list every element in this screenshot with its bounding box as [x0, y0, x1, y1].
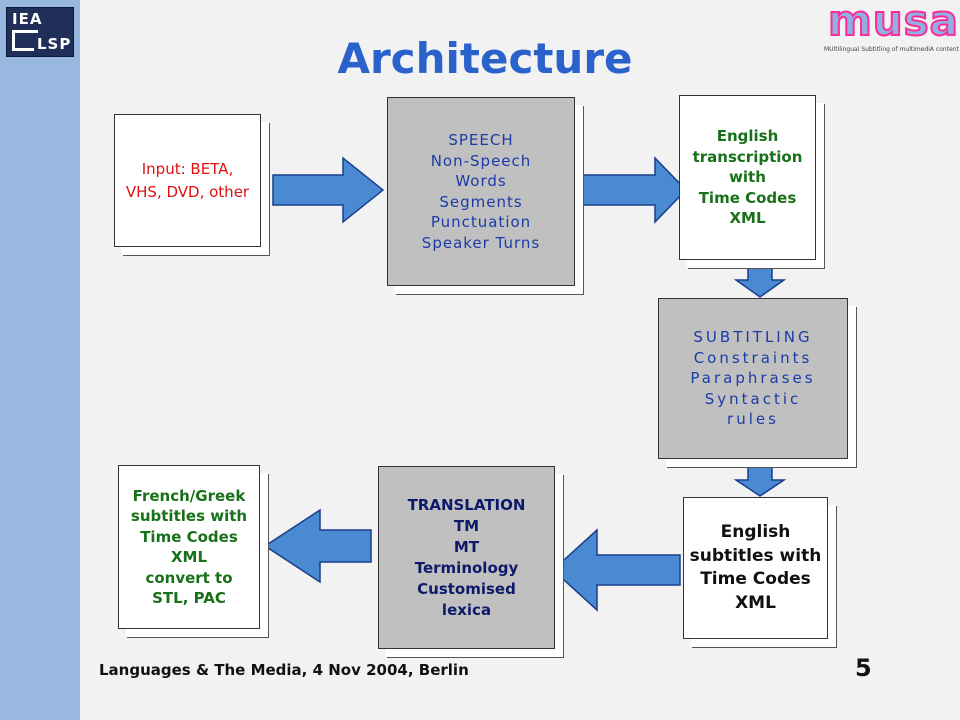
arrow-right-icon: [272, 156, 385, 224]
input-line: VHS, DVD, other: [125, 182, 250, 201]
translation-line: TRANSLATION: [407, 495, 526, 514]
arrow-left-icon: [263, 508, 372, 584]
slide-footer: Languages & The Media, 4 Nov 2004, Berli…: [99, 661, 469, 679]
output-line: STL, PAC: [152, 589, 226, 607]
translation-line: Terminology: [414, 558, 519, 577]
logo-bar: [12, 48, 34, 51]
english-subtitles-box: English subtitles with Time Codes XML: [683, 497, 828, 639]
speech-line: SPEECH: [448, 131, 514, 149]
input-line: Input: BETA,: [141, 159, 234, 178]
translation-box: TRANSLATION TM MT Terminology Customised…: [378, 466, 555, 649]
subtitling-line: Syntactic: [704, 389, 802, 408]
iea-lsp-logo: IEA LSP: [6, 7, 74, 57]
subtitling-box: SUBTITLING Constraints Paraphrases Synta…: [658, 298, 848, 459]
logo-bar: [12, 30, 15, 50]
transcription-line: transcription: [692, 147, 803, 166]
page-number: 5: [855, 654, 872, 682]
speech-line: Non-Speech: [430, 151, 532, 170]
transcription-box: English transcription with Time Codes XM…: [679, 95, 816, 260]
subtitling-line: Paraphrases: [690, 369, 816, 388]
translation-line: Customised: [417, 579, 516, 598]
english-subtitles-line: English: [720, 522, 791, 542]
arrow-right-icon: [576, 156, 688, 224]
translation-line: MT: [453, 537, 480, 556]
arrow-down-icon: [733, 456, 787, 497]
speech-box: SPEECH Non-Speech Words Segments Punctua…: [387, 97, 575, 286]
subtitling-line: SUBTITLING: [693, 328, 813, 347]
input-box: Input: BETA, VHS, DVD, other: [114, 114, 261, 247]
subtitling-line: Constraints: [693, 348, 813, 367]
english-subtitles-line: Time Codes: [700, 569, 811, 589]
english-subtitles-line: XML: [735, 592, 776, 613]
output-line: XML: [170, 548, 208, 566]
logo-text-bottom: LSP: [37, 35, 72, 53]
musa-logo-subtitle: MUltilingual Subtitling of multimediA co…: [824, 46, 959, 53]
slide-title: Architecture: [337, 34, 633, 83]
output-line: subtitles with: [130, 507, 248, 525]
transcription-line: English: [716, 127, 779, 146]
musa-logo-word: musa: [827, 0, 960, 46]
transcription-line: with: [729, 168, 766, 187]
arrow-left-icon: [551, 528, 681, 612]
subtitling-line: rules: [727, 410, 779, 429]
translation-line: lexica: [441, 600, 492, 619]
logo-bar: [12, 30, 38, 33]
output-box: French/Greek subtitles with Time Codes X…: [118, 465, 260, 629]
translation-line: TM: [453, 516, 480, 535]
speech-line: Punctuation: [430, 213, 532, 231]
speech-line: Segments: [439, 192, 523, 211]
logo-text-top: IEA: [12, 10, 43, 28]
musa-logo: musa MUltilingual Subtitling of multimed…: [824, 0, 960, 58]
output-line: Time Codes: [140, 527, 238, 546]
english-subtitles-line: subtitles with: [689, 545, 822, 566]
transcription-line: Time Codes: [698, 188, 797, 207]
transcription-line: XML: [729, 209, 766, 228]
left-sidebar-band: [0, 0, 80, 720]
speech-line: Words: [455, 172, 507, 190]
output-line: convert to: [145, 568, 233, 587]
output-line: French/Greek: [132, 486, 246, 505]
speech-line: Speaker Turns: [421, 233, 541, 252]
arrow-down-icon: [733, 262, 787, 298]
